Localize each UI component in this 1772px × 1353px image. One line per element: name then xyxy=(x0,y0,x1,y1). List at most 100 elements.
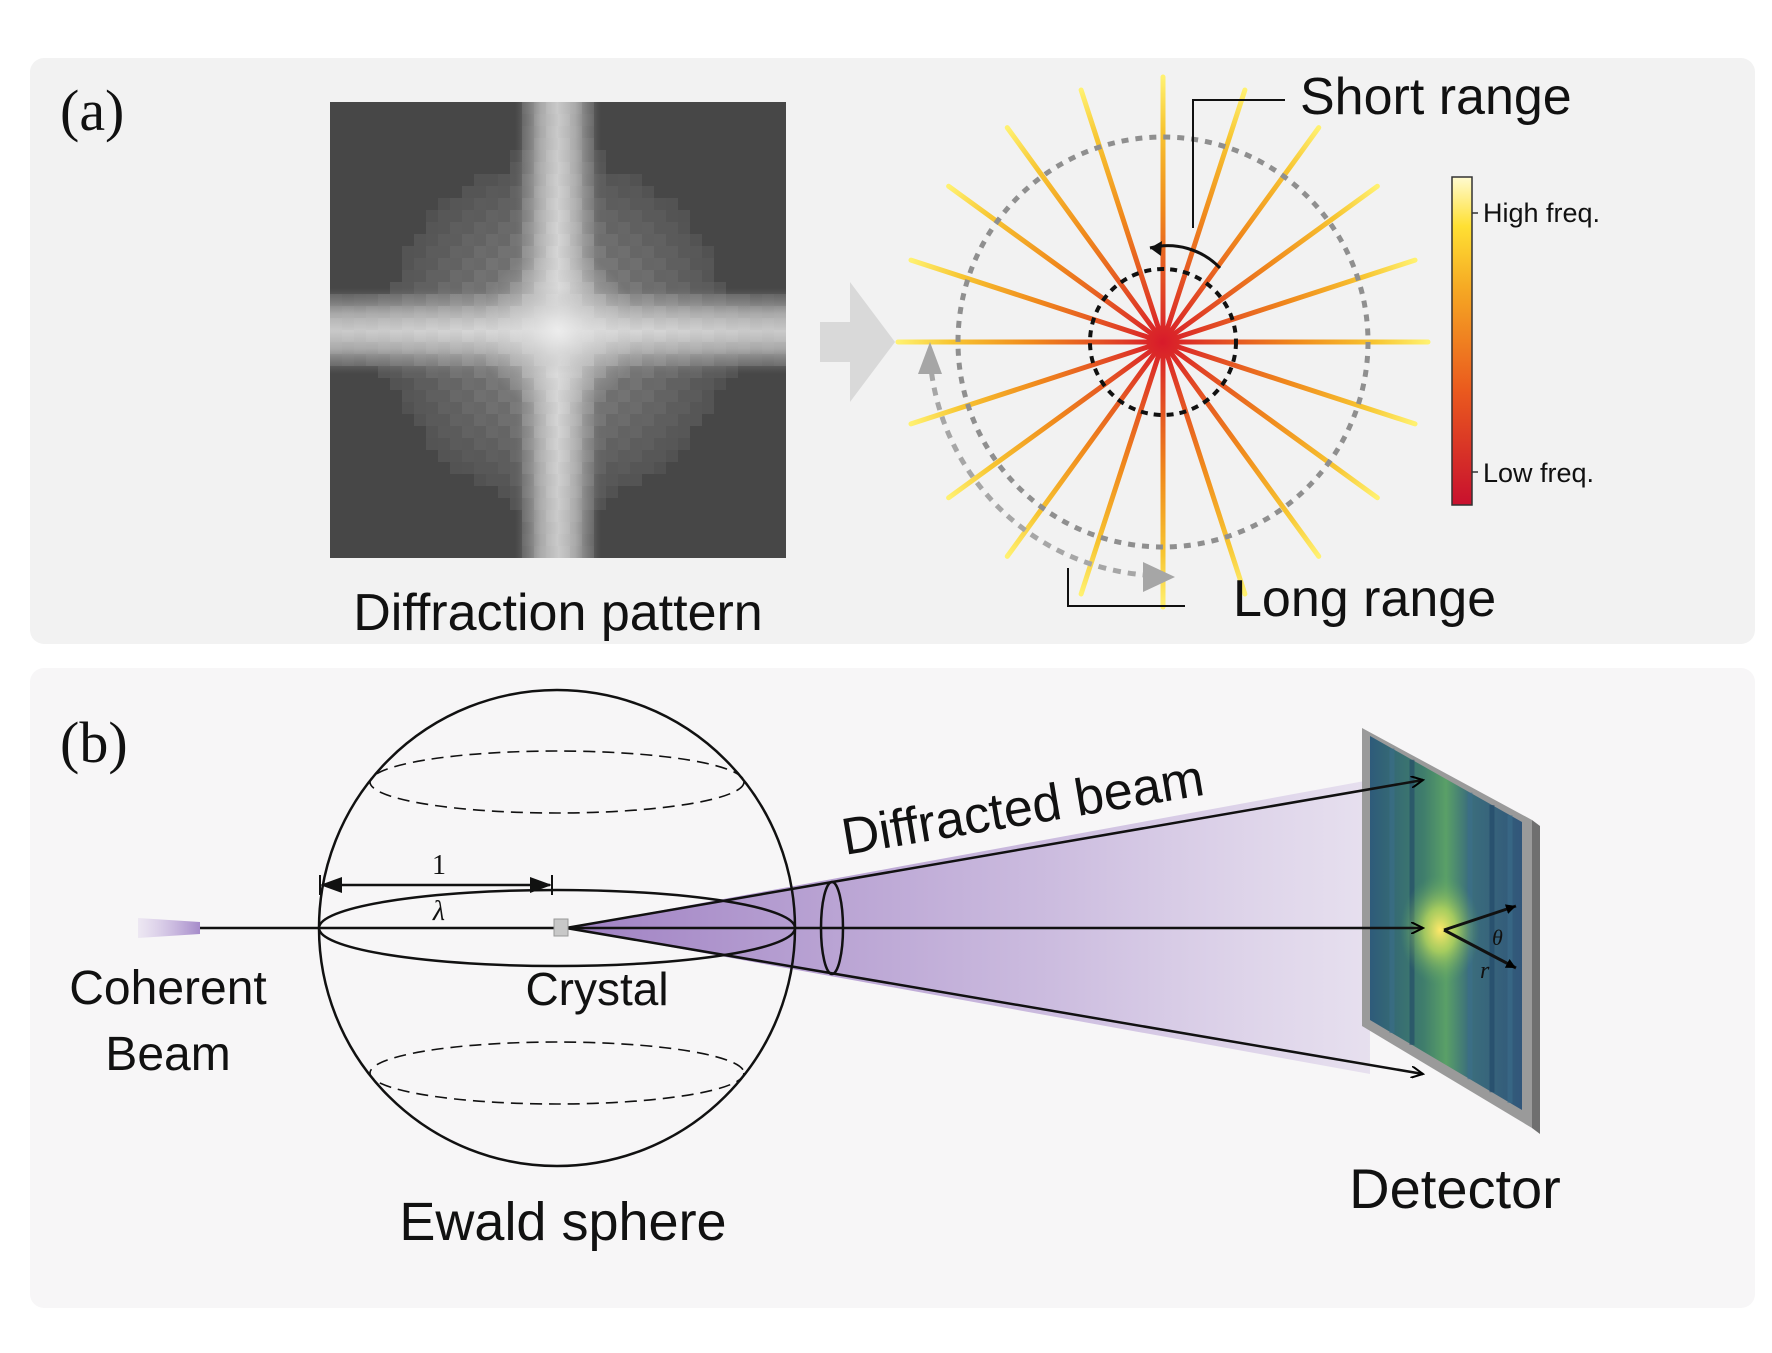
diffraction-pixel xyxy=(702,246,714,258)
diffraction-pixel xyxy=(606,222,618,234)
diffraction-pattern-image xyxy=(330,102,786,558)
diffraction-pixel xyxy=(630,378,642,390)
diffraction-pixel xyxy=(474,174,486,186)
diffraction-pixel xyxy=(498,462,510,474)
diffraction-pixel xyxy=(462,450,474,462)
diffraction-pixel xyxy=(630,450,642,462)
radial-ray xyxy=(1078,87,1166,345)
diffraction-pixel xyxy=(702,258,714,270)
diffraction-pixel xyxy=(450,246,462,258)
diffraction-pixel xyxy=(486,210,498,222)
diffraction-pixel xyxy=(702,270,714,282)
diffraction-pixel xyxy=(498,486,510,498)
diffraction-pattern-label: Diffraction pattern xyxy=(353,584,762,642)
diffraction-pixel xyxy=(474,378,486,390)
diffraction-pixel xyxy=(486,462,498,474)
radial-ray xyxy=(908,257,1166,345)
diffraction-pixel xyxy=(498,414,510,426)
diffraction-pixel xyxy=(402,246,414,258)
diffraction-pixel xyxy=(438,246,450,258)
diffraction-pixel xyxy=(450,462,462,474)
diffraction-pixel xyxy=(486,414,498,426)
diffraction-pixel xyxy=(678,414,690,426)
diffraction-pixel xyxy=(474,450,486,462)
arrowhead-icon xyxy=(918,342,942,374)
diffraction-pixel xyxy=(474,462,486,474)
diffraction-pixel xyxy=(498,234,510,246)
diffraction-pixel xyxy=(450,378,462,390)
diffraction-pixel xyxy=(654,210,666,222)
diffraction-pixel xyxy=(642,414,654,426)
diffraction-pixel xyxy=(450,438,462,450)
panel-a-background xyxy=(30,58,1755,644)
diffraction-pixel xyxy=(498,186,510,198)
diffraction-pixel xyxy=(642,210,654,222)
diffraction-pixel xyxy=(606,390,618,402)
colorbar-low-label: Low freq. xyxy=(1483,458,1594,488)
ewald-sphere-label: Ewald sphere xyxy=(399,1192,726,1252)
diffraction-pixel xyxy=(618,474,630,486)
diffraction-pixel xyxy=(666,438,678,450)
diffraction-pixel xyxy=(462,426,474,438)
diffraction-pixel xyxy=(618,438,630,450)
diffraction-pixel xyxy=(438,438,450,450)
diffraction-pixel xyxy=(402,402,414,414)
diffraction-pixel xyxy=(606,474,618,486)
diffraction-pixel xyxy=(678,378,690,390)
fraction-numerator: 1 xyxy=(432,850,446,881)
diffraction-pixel xyxy=(498,402,510,414)
diffraction-pixel xyxy=(450,234,462,246)
diffraction-pixel xyxy=(666,450,678,462)
diffraction-pixel xyxy=(414,402,426,414)
diffraction-pixel xyxy=(690,246,702,258)
diffraction-pixel xyxy=(618,390,630,402)
right-arrow-icon xyxy=(820,282,895,402)
diffraction-pixel xyxy=(678,258,690,270)
diffraction-pixel xyxy=(642,258,654,270)
diffraction-pixel xyxy=(630,198,642,210)
diffraction-pixel xyxy=(438,378,450,390)
diffraction-pixel xyxy=(666,198,678,210)
radial-ray xyxy=(908,339,1166,427)
diffraction-pixel xyxy=(426,258,438,270)
diffraction-pixel xyxy=(606,234,618,246)
diffraction-pixel xyxy=(618,462,630,474)
diffraction-pixel xyxy=(498,438,510,450)
diffraction-pixel xyxy=(678,390,690,402)
theta-symbol: θ xyxy=(1492,925,1503,950)
diffraction-pixel xyxy=(474,390,486,402)
diffraction-pixel xyxy=(678,210,690,222)
diffracted-ray-upper xyxy=(565,780,1423,930)
radial-ray xyxy=(946,183,1166,345)
diffraction-pixel xyxy=(654,198,666,210)
diffraction-pixel xyxy=(618,258,630,270)
diffraction-pixel xyxy=(606,402,618,414)
diffraction-pixel xyxy=(486,186,498,198)
diffraction-pixel xyxy=(666,402,678,414)
diffraction-pixel xyxy=(642,378,654,390)
diffraction-pixel xyxy=(702,402,714,414)
diffraction-pixel xyxy=(438,198,450,210)
colorbar xyxy=(1451,176,1473,506)
coherent-beam-label-line1: Coherent xyxy=(69,962,266,1015)
diffraction-pixel xyxy=(498,246,510,258)
diffraction-pixel xyxy=(486,246,498,258)
diffraction-pixel xyxy=(702,390,714,402)
diffraction-pixel xyxy=(666,390,678,402)
diffraction-pixel xyxy=(450,450,462,462)
diffraction-pixel xyxy=(438,450,450,462)
diffraction-pixel xyxy=(618,450,630,462)
diffraction-pixel xyxy=(666,270,678,282)
diffraction-pixel xyxy=(606,450,618,462)
diffraction-pixel xyxy=(486,390,498,402)
diffraction-pixel xyxy=(486,222,498,234)
diffraction-pixel xyxy=(474,270,486,282)
diffraction-pixel xyxy=(486,174,498,186)
diffraction-pixel xyxy=(450,270,462,282)
diffraction-pixel xyxy=(642,462,654,474)
arrowhead-icon xyxy=(1150,241,1162,256)
diffraction-pixel xyxy=(414,390,426,402)
diffraction-pixel xyxy=(618,198,630,210)
long-range-leader-line xyxy=(1067,568,1185,607)
diffraction-pixel xyxy=(654,222,666,234)
